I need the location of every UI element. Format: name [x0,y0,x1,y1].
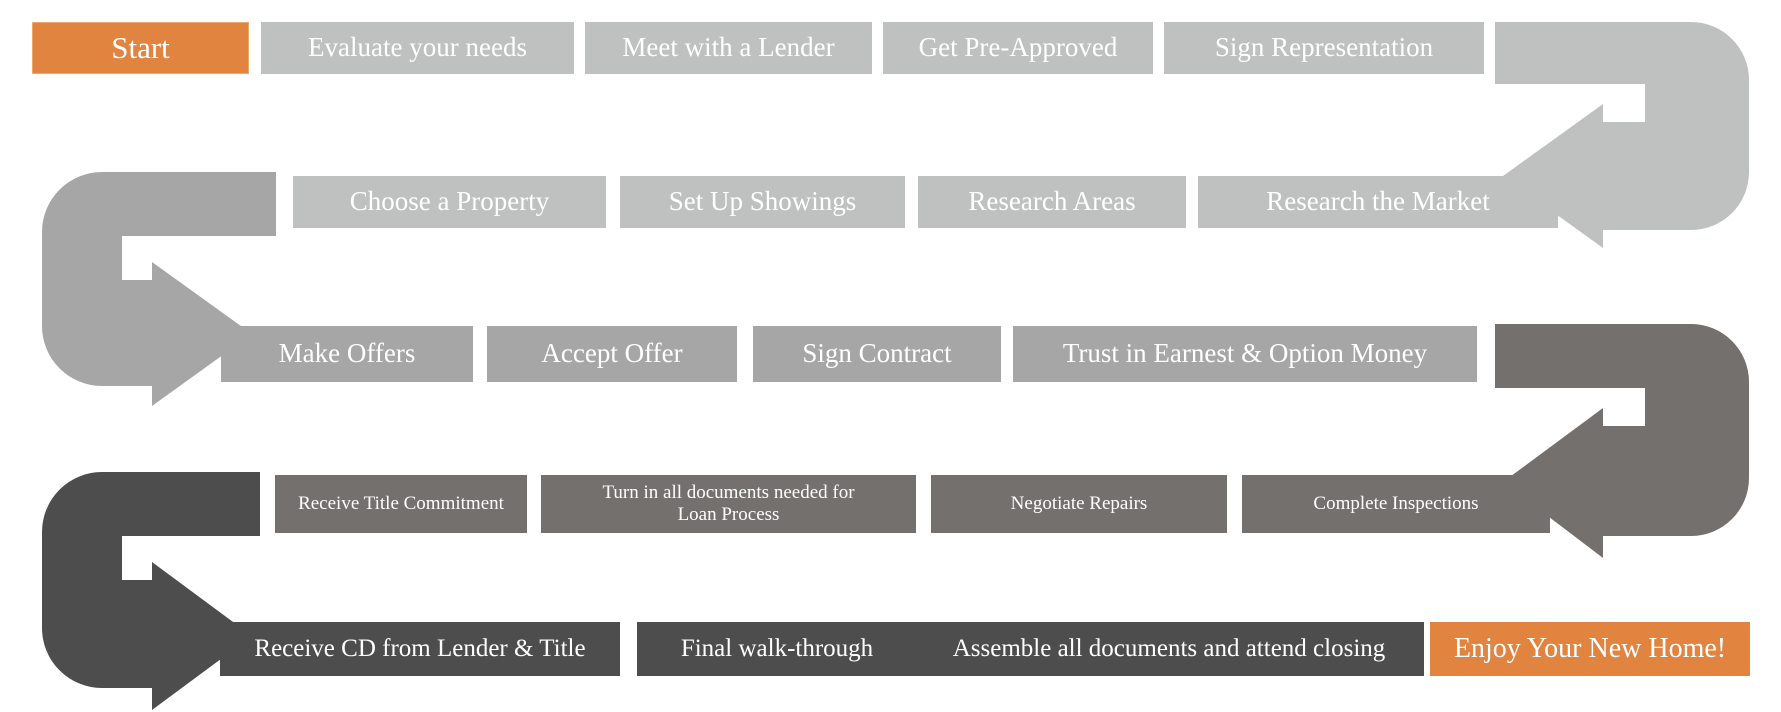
step-research-the-market[interactable]: Research the Market [1198,176,1558,228]
step-make-offers[interactable]: Make Offers [221,326,473,382]
step-final-walk-through[interactable]: Final walk-through [637,622,917,676]
step-receive-cd-from-lender-and-title[interactable]: Receive CD from Lender & Title [220,622,620,676]
step-research-areas[interactable]: Research Areas [918,176,1186,228]
connector-row4-to-row5-icon [42,472,260,710]
step-sign-contract[interactable]: Sign Contract [753,326,1001,382]
connector-row3-to-row4 [1495,322,1755,562]
step-turn-in-all-documents-for-loan-process[interactable]: Turn in all documents needed for Loan Pr… [541,475,916,533]
step-trust-in-earnest-and-option-money[interactable]: Trust in Earnest & Option Money [1013,326,1477,382]
step-get-pre-approved[interactable]: Get Pre-Approved [883,22,1153,74]
step-set-up-showings[interactable]: Set Up Showings [620,176,905,228]
step-receive-title-commitment[interactable]: Receive Title Commitment [275,475,527,533]
step-start[interactable]: Start [32,22,249,74]
step-meet-with-a-lender[interactable]: Meet with a Lender [585,22,872,74]
connector-row1-to-row2 [1495,20,1755,250]
step-sign-representation[interactable]: Sign Representation [1164,22,1484,74]
connector-row2-to-row3 [40,170,280,410]
connector-row4-to-row5 [40,470,280,712]
connector-row3-to-row4-icon [1495,324,1749,558]
connector-row1-to-row2-icon [1495,22,1749,248]
step-choose-a-property[interactable]: Choose a Property [293,176,606,228]
step-negotiate-repairs[interactable]: Negotiate Repairs [931,475,1227,533]
step-complete-inspections[interactable]: Complete Inspections [1242,475,1550,533]
connector-row2-to-row3-icon [42,172,276,406]
step-accept-offer[interactable]: Accept Offer [487,326,737,382]
step-evaluate-your-needs[interactable]: Evaluate your needs [261,22,574,74]
step-enjoy-your-new-home[interactable]: Enjoy Your New Home! [1430,622,1750,676]
step-assemble-all-documents-and-attend-closing[interactable]: Assemble all documents and attend closin… [914,622,1424,676]
